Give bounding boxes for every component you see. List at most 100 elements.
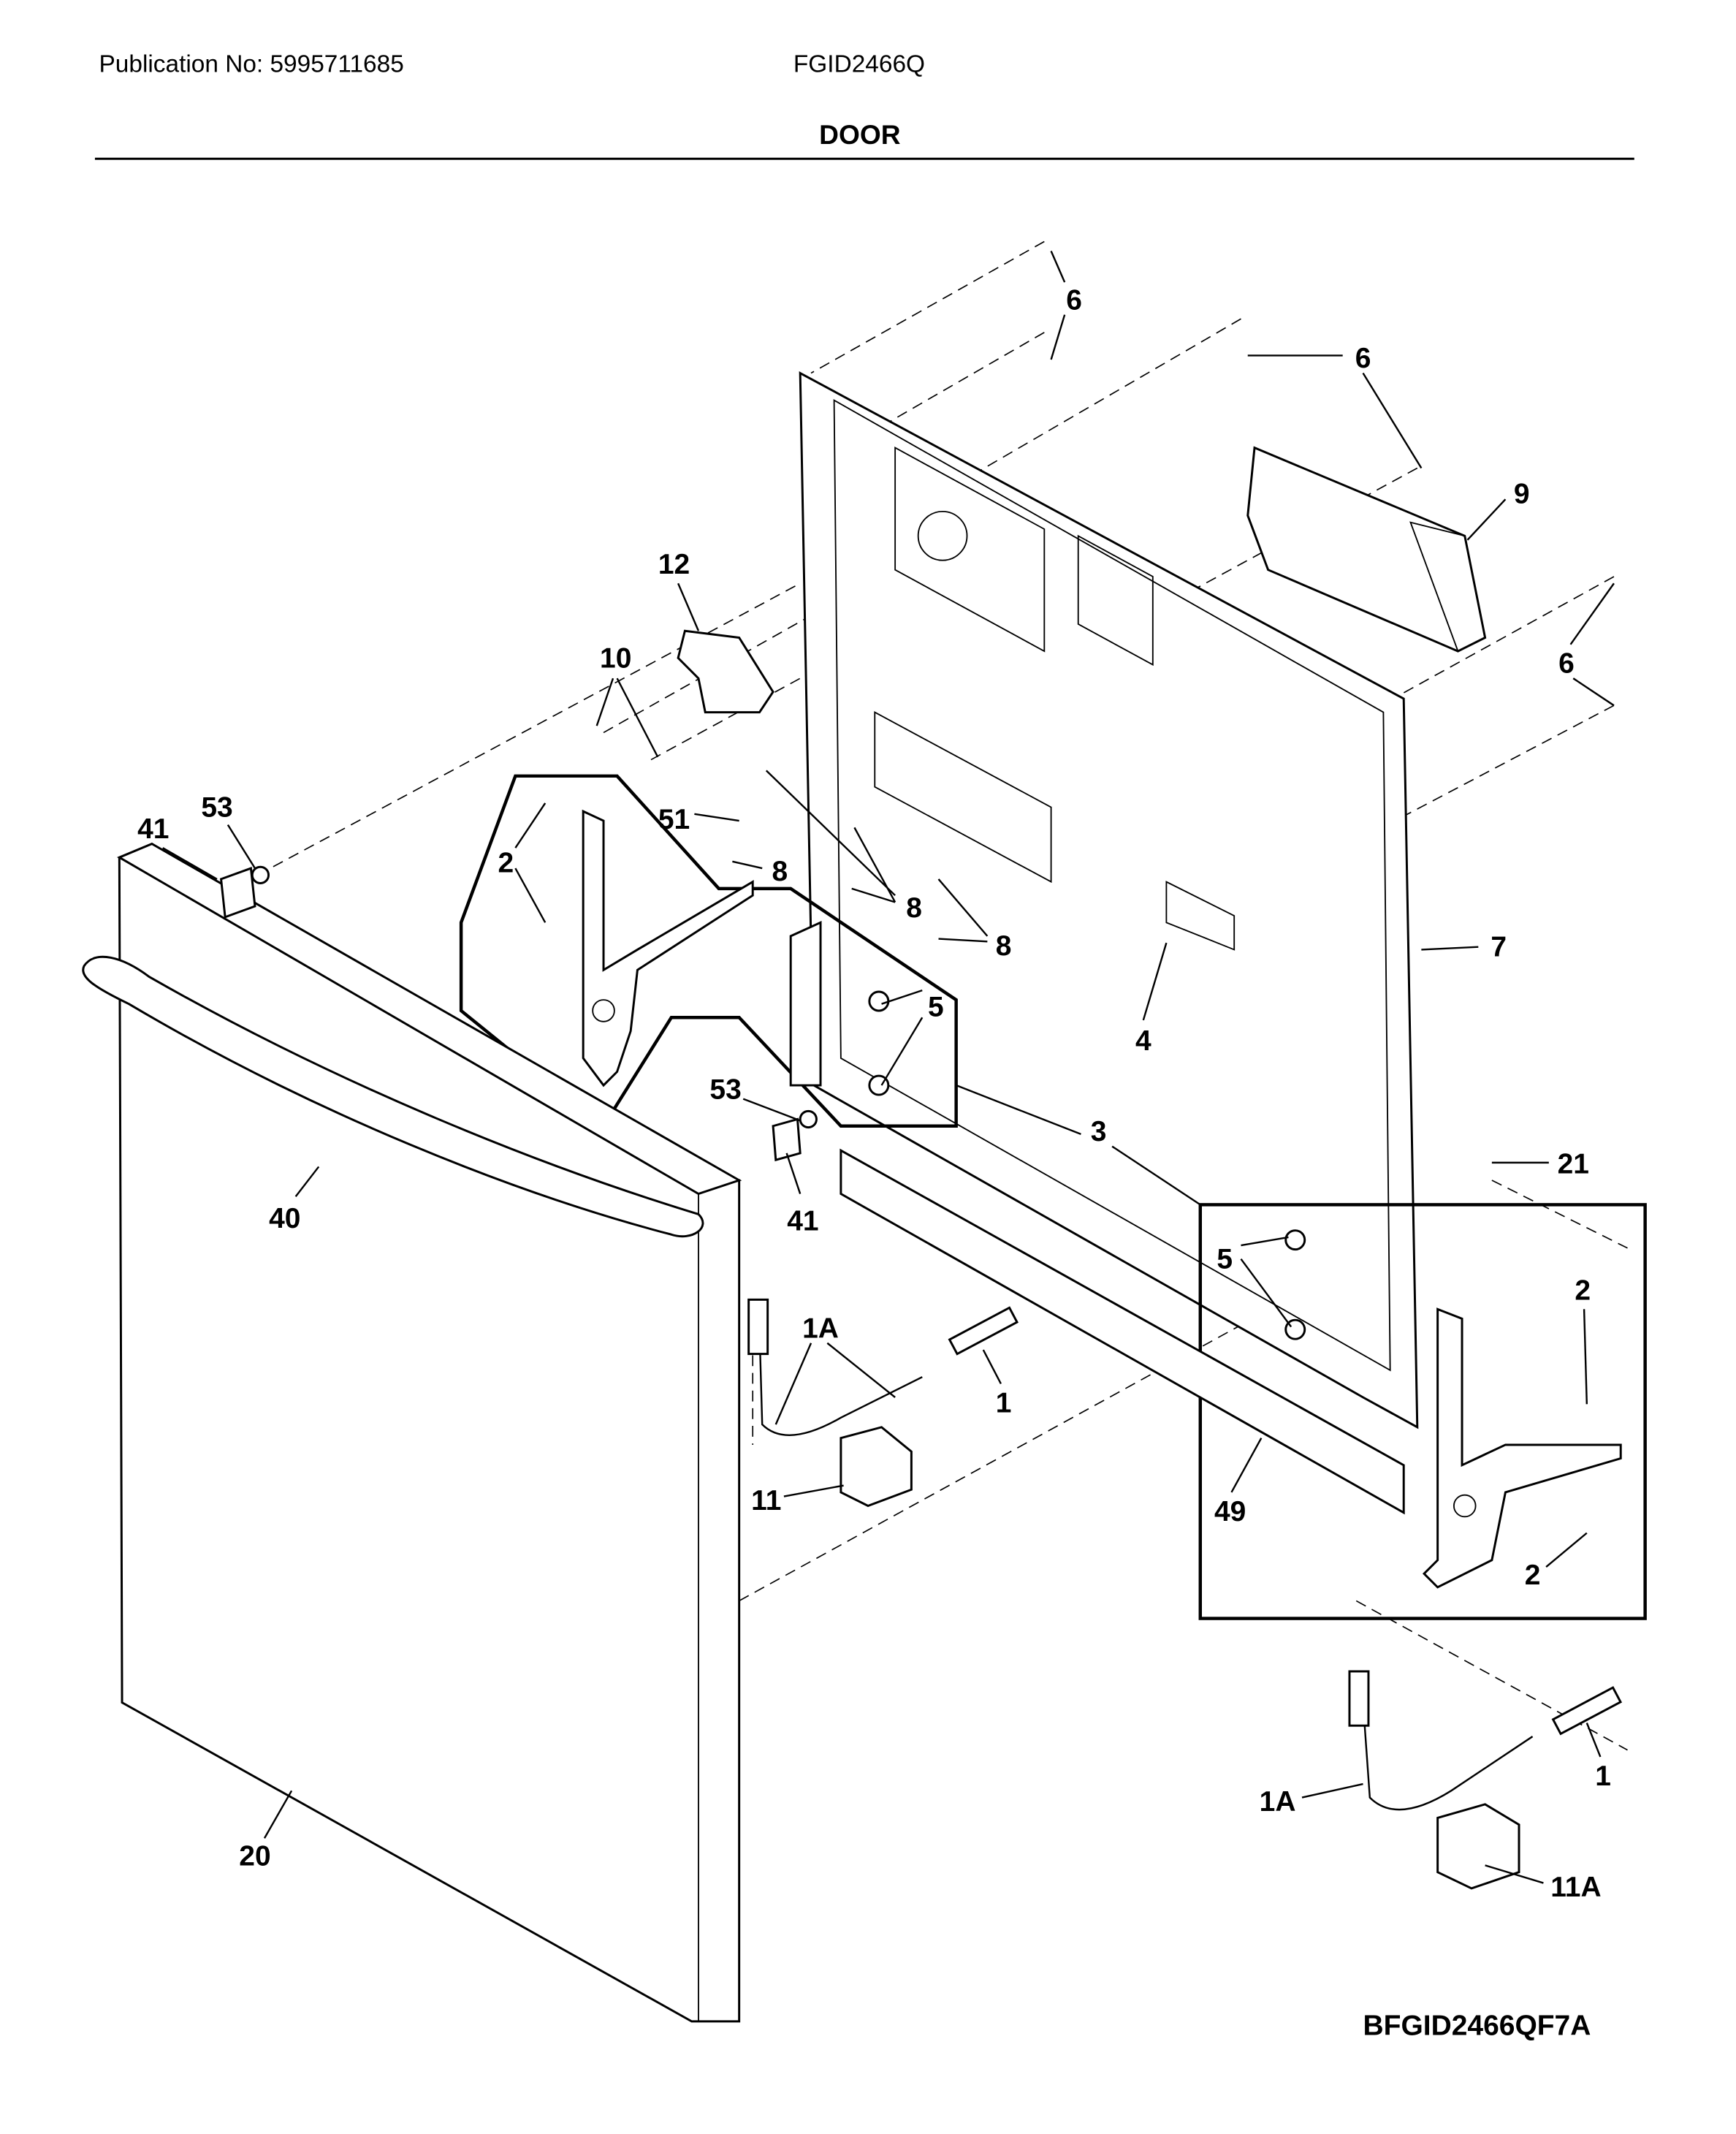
- callout-label: 8: [906, 892, 922, 924]
- leader-line: [783, 1484, 844, 1497]
- leader-line: [616, 677, 659, 758]
- assembly-line: [1491, 1180, 1628, 1249]
- callout-label: 4: [1135, 1025, 1151, 1057]
- leader-line: [1230, 1438, 1263, 1493]
- callout-label: 1A: [802, 1313, 839, 1344]
- callout-label: 53: [709, 1074, 741, 1106]
- callout-label: 11: [751, 1485, 781, 1516]
- leader-line: [853, 827, 896, 903]
- assembly-line: [810, 240, 1045, 374]
- leader-line: [1485, 1864, 1544, 1884]
- assembly-line: [867, 332, 1045, 435]
- callout-label: 5: [928, 991, 944, 1022]
- leader-line: [162, 847, 218, 880]
- assembly-line: [257, 582, 801, 876]
- leader-line: [982, 1349, 1002, 1384]
- door-handle: [82, 955, 704, 1238]
- callout-label: 2: [1525, 1560, 1541, 1591]
- door-cable-right: [1348, 1670, 1534, 1811]
- leader-line: [1421, 946, 1479, 951]
- leader-line: [1466, 498, 1507, 541]
- leader-line: [742, 1098, 801, 1122]
- callout-label: 7: [1491, 932, 1507, 963]
- callout-label: 49: [1214, 1496, 1246, 1527]
- leader-line: [732, 860, 763, 870]
- assembly-line: [1355, 1600, 1628, 1751]
- leader-line: [881, 989, 923, 1005]
- leader-line: [1111, 1145, 1201, 1206]
- leader-line: [694, 813, 739, 822]
- door-latch: [677, 629, 774, 714]
- left-hinge-group: [459, 774, 958, 1129]
- callout-label: 51: [658, 804, 690, 835]
- leader-line: [226, 824, 256, 869]
- leader-line: [880, 1017, 924, 1086]
- leader-line: [937, 878, 989, 937]
- leader-line: [785, 1153, 802, 1194]
- cable-bracket-left: [840, 1426, 913, 1508]
- callout-label: 10: [600, 642, 631, 674]
- leader-line: [1050, 250, 1066, 283]
- leader-line: [514, 867, 547, 923]
- callout-label: 8: [772, 856, 788, 887]
- callout-label: 1A: [1260, 1786, 1296, 1818]
- leader-line: [595, 677, 614, 726]
- callout-label: 6: [1066, 284, 1082, 316]
- left-hinge-bracket: [582, 809, 754, 1087]
- callout-label: 6: [1558, 648, 1575, 680]
- callout-label: 8: [996, 930, 1012, 962]
- leader-line: [1301, 1782, 1363, 1799]
- leader-line: [514, 802, 547, 848]
- leader-line: [1569, 582, 1615, 645]
- left-hinge-plate: [789, 921, 890, 1096]
- leader-lines: [162, 250, 1615, 1884]
- leader-line: [1545, 1532, 1588, 1568]
- assembly-line: [948, 318, 1241, 490]
- callout-label: 41: [787, 1206, 818, 1237]
- door-spring-left: [948, 1306, 1019, 1356]
- callout-label: 3: [1091, 1116, 1107, 1147]
- callout-label: 2: [498, 848, 514, 879]
- leader-line: [765, 770, 896, 897]
- callout-label: 12: [658, 549, 690, 580]
- cable-bracket-right: [1436, 1803, 1520, 1890]
- leader-line: [1050, 314, 1066, 360]
- callout-label: 53: [201, 792, 232, 824]
- callout-label: 1: [996, 1387, 1012, 1419]
- leader-line: [1572, 677, 1615, 707]
- leader-line: [1583, 1309, 1588, 1405]
- outer-door-panel: [117, 842, 742, 2023]
- right-hinge-group: [1198, 1203, 1647, 1620]
- door-spring-right: [1551, 1686, 1623, 1736]
- callout-label: 20: [239, 1840, 270, 1872]
- leader-line: [294, 1166, 320, 1198]
- callout-label: 9: [1514, 479, 1530, 510]
- hinge-clips: [219, 865, 818, 1162]
- door-rail: [840, 1148, 1405, 1515]
- section-title: DOOR: [819, 119, 901, 150]
- leader-line: [851, 887, 896, 903]
- callout-label: 40: [269, 1203, 300, 1234]
- leader-line: [677, 582, 700, 631]
- callout-label: 21: [1558, 1149, 1589, 1180]
- callout-label: 5: [1217, 1244, 1233, 1275]
- door-cable-left: [747, 1298, 923, 1436]
- callout-label: 6: [1355, 343, 1371, 374]
- leader-line: [1142, 942, 1168, 1021]
- leader-line: [1241, 1236, 1289, 1247]
- leader-line: [1585, 1723, 1602, 1758]
- leader-line: [1362, 372, 1423, 469]
- callout-label: 11A: [1550, 1872, 1601, 1903]
- assembly-line: [1355, 705, 1615, 842]
- assembly-line: [1355, 576, 1615, 720]
- callout-label: 1: [1595, 1761, 1611, 1792]
- leader-line: [826, 1342, 896, 1398]
- diagram-code: BFGID2466QF7A: [1363, 2010, 1591, 2041]
- model-number: FGID2466Q: [793, 50, 925, 77]
- callout-label: 2: [1575, 1275, 1591, 1306]
- leader-line: [1240, 1258, 1293, 1328]
- leader-line: [956, 1084, 1081, 1136]
- leader-line: [263, 1790, 293, 1839]
